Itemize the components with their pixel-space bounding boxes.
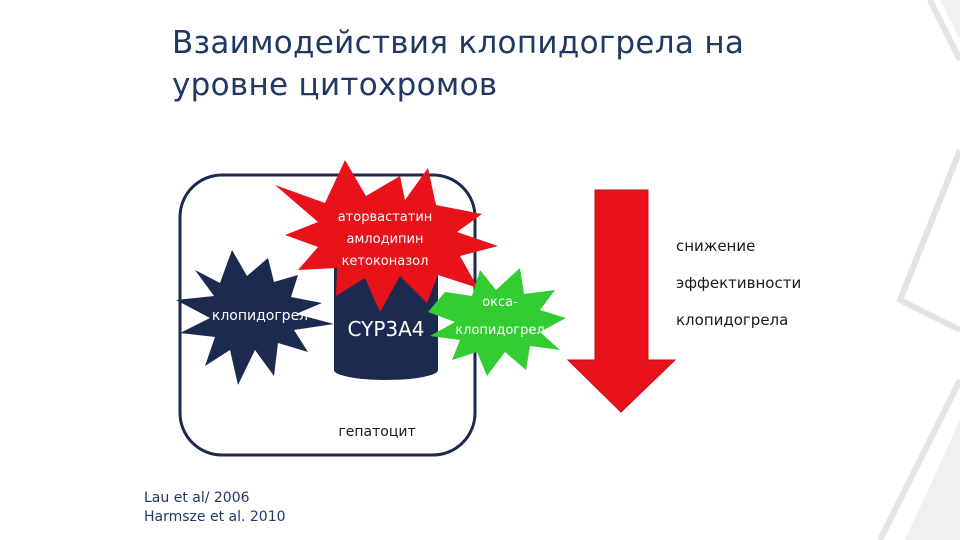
references: Lau et al/ 2006 Harmsze et al. 2010 [144,489,344,527]
substrate-label: клопидогрел [212,308,308,324]
metabolite-label-1: окса- [482,295,518,310]
inhibitor-label-2: амлодипин [347,232,424,247]
hepatocyte-label: гепатоцит [338,424,415,440]
effect-line-3: клопидогрела [676,311,789,329]
inhibitors-burst [275,160,498,312]
reference-1: Lau et al/ 2006 [144,490,250,506]
title-line-1: Взаимодействия клопидогрела на [172,25,745,61]
inhibitor-label-1: аторвастатин [338,210,433,225]
effect-line-1: снижение [676,237,756,255]
clopidogrel-burst [176,250,334,385]
effect-line-2: эффективности [676,274,802,292]
metabolite-label-2: клопидогрел [455,323,544,338]
effect-text: снижение эффективности клопидогрела [676,228,826,339]
reference-2: Harmsze et al. 2010 [144,509,286,525]
decrease-arrow [566,189,677,413]
title-line-2: уровне цитохромов [172,67,498,103]
metabolite-burst [428,268,566,376]
slide-title: Взаимодействия клопидогрела на уровне ци… [172,22,792,106]
enzyme-label: CYP3A4 [347,317,424,341]
inhibitor-label-3: кетоконазол [342,254,429,269]
